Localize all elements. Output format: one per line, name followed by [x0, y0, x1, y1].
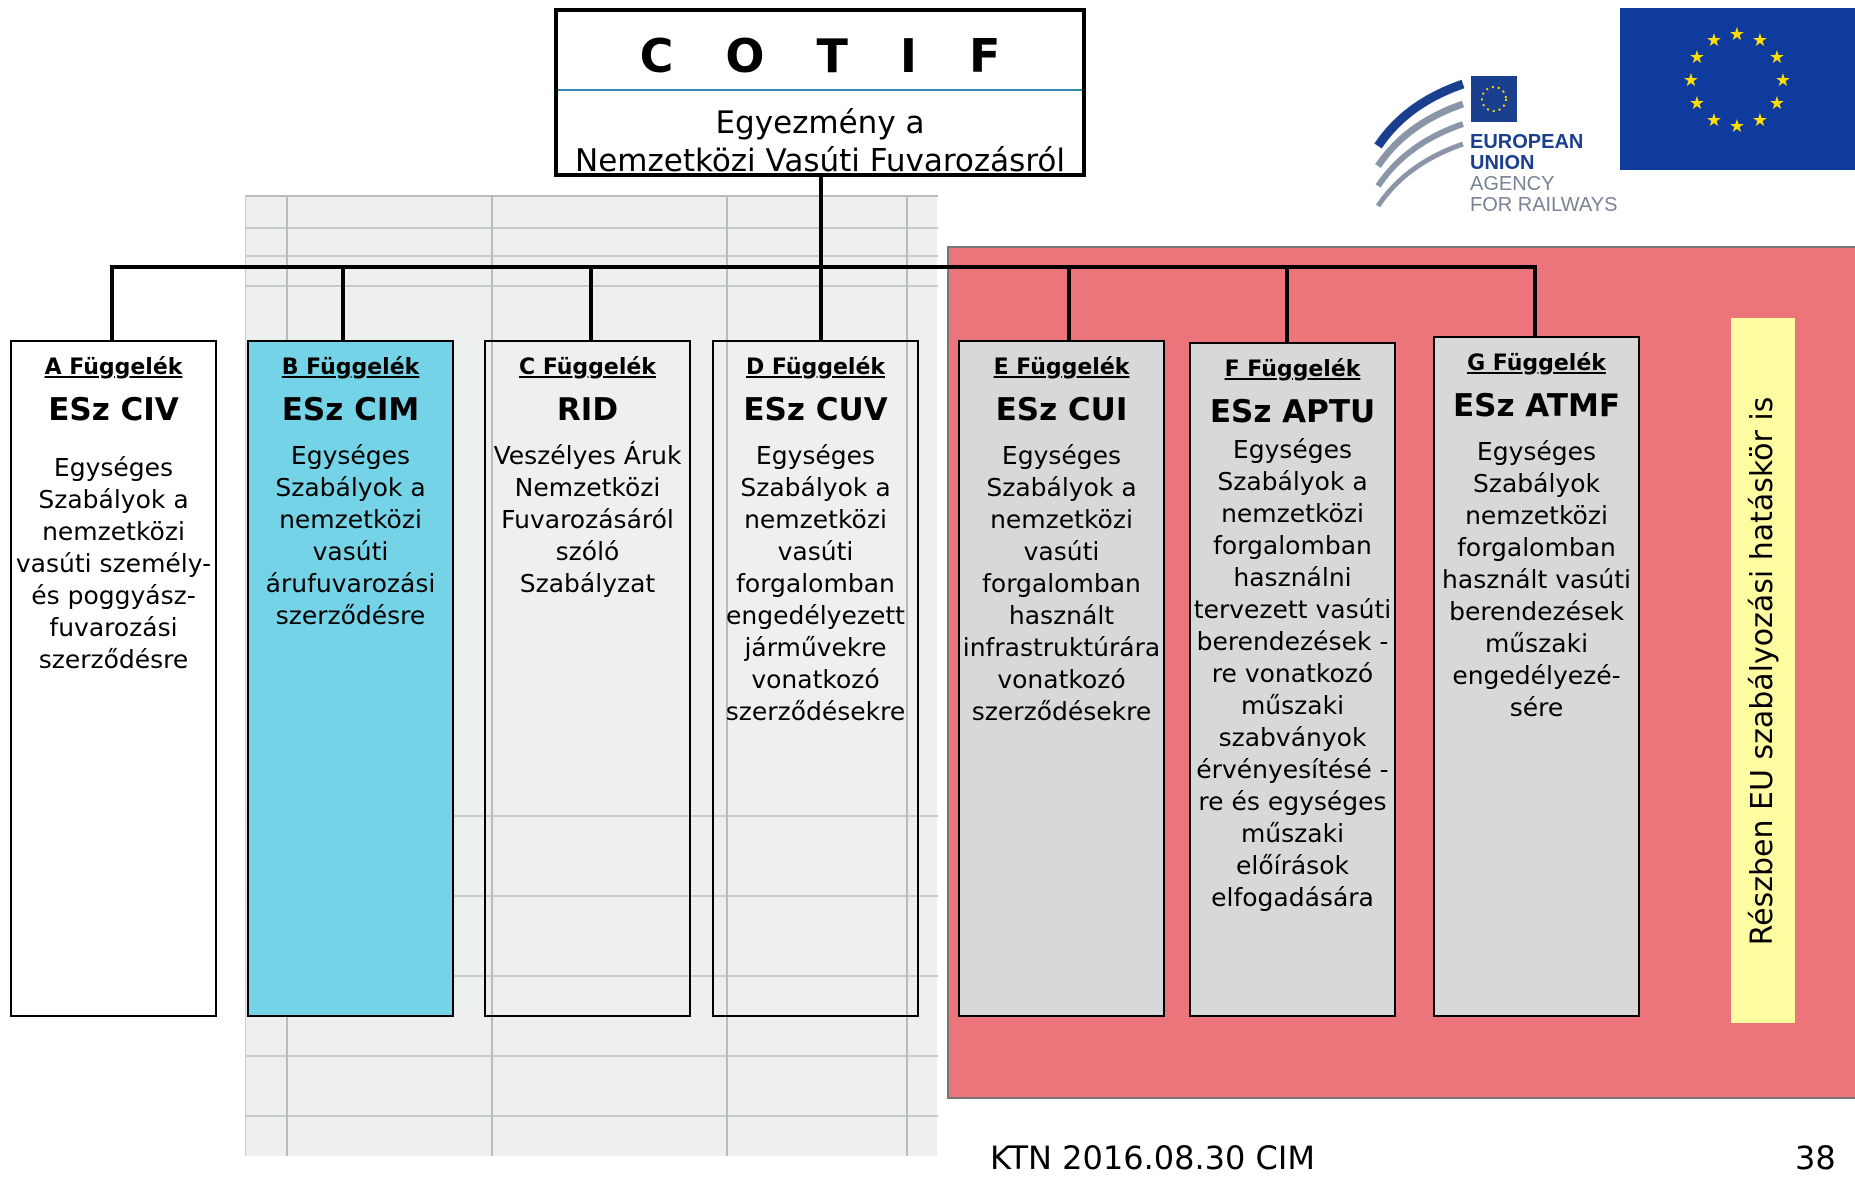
connector-annex-d — [819, 265, 823, 341]
cotif-subtitle-line2: Nemzetközi Vasúti Fuvarozásról — [575, 143, 1065, 179]
annex-box-d: D Függelék ESz CUV Egységes Szabályok a … — [712, 340, 919, 1017]
connector-annex-a — [110, 265, 114, 341]
annex-code: ESz CUI — [995, 392, 1128, 428]
annex-code: ESz CUV — [743, 392, 888, 428]
cotif-subtitle: Egyezmény a Nemzetközi Vasúti Fuvarozásr… — [558, 104, 1082, 180]
annex-description: Egységes Szabályok nemzetközi forgalomba… — [1442, 437, 1631, 722]
connector-annex-g — [1533, 265, 1537, 337]
svg-text:★: ★ — [1729, 116, 1745, 137]
eu-stars-icon: ★ ★ ★ ★ ★ ★ ★ ★ ★ ★ ★ ★ — [1683, 24, 1791, 137]
annex-label: D Függelék — [745, 355, 886, 380]
annex-box-c: C Függelék RID Veszélyes Áruk Nemzetközi… — [484, 340, 691, 1017]
era-line3: AGENCY — [1470, 173, 1555, 195]
svg-text:★: ★ — [1689, 93, 1705, 114]
svg-text:★: ★ — [1769, 47, 1785, 68]
svg-text:★: ★ — [1706, 30, 1722, 51]
annex-code: ESz APTU — [1209, 394, 1376, 430]
annex-box-g: G Függelék ESz ATMF Egységes Szabályok n… — [1433, 336, 1640, 1017]
annex-code: RID — [556, 392, 619, 428]
cotif-title: C O T I F — [639, 29, 1019, 83]
connector-trunk — [819, 177, 823, 268]
eu-mini-flag-icon — [1471, 76, 1517, 122]
annex-label: G Függelék — [1467, 351, 1606, 376]
connector-annex-f — [1285, 265, 1289, 343]
annex-description: Egységes Szabályok a nemzetközi vasúti s… — [15, 453, 212, 674]
svg-text:★: ★ — [1689, 47, 1705, 68]
annex-label: E Függelék — [993, 355, 1130, 380]
svg-text:★: ★ — [1683, 70, 1699, 91]
svg-text:★: ★ — [1752, 30, 1768, 51]
eu-competence-note: Részben EU szabályozási hatáskör is — [1731, 318, 1795, 1023]
era-agency-text: EUROPEAN UNION AGENCY FOR RAILWAYS — [1470, 132, 1617, 216]
annex-description: Egységes Szabályok a nemzetközi forgalom… — [1193, 435, 1392, 912]
annex-label: A Függelék — [44, 355, 183, 380]
annex-box-b: B Függelék ESz CIM Egységes Szabályok a … — [247, 340, 454, 1017]
annex-box-f: F Függelék ESz APTU Egységes Szabályok a… — [1189, 342, 1396, 1017]
svg-text:★: ★ — [1775, 70, 1791, 91]
annex-description: Egységes Szabályok a nemzetközi vasúti f… — [725, 441, 906, 726]
annex-box-e: E Függelék ESz CUI Egységes Szabályok a … — [958, 340, 1165, 1017]
svg-text:★: ★ — [1769, 93, 1785, 114]
svg-text:★: ★ — [1729, 24, 1745, 45]
annex-description: Egységes Szabályok a nemzetközi vasúti á… — [265, 441, 436, 630]
annex-code: ESz CIM — [281, 392, 420, 428]
annex-description: Veszélyes Áruk Nemzetközi Fuvarozásáról … — [493, 441, 682, 598]
annex-description: Egységes Szabályok a nemzetközi vasúti f… — [962, 441, 1161, 726]
eu-flag-logo: ★ ★ ★ ★ ★ ★ ★ ★ ★ ★ ★ ★ — [1620, 8, 1855, 170]
cotif-divider — [558, 89, 1082, 91]
era-line2: UNION — [1470, 152, 1535, 174]
annex-label: F Függelék — [1224, 357, 1361, 382]
annex-label: B Függelék — [281, 355, 420, 380]
page-number: 38 — [1795, 1139, 1836, 1177]
connector-annex-c — [589, 265, 593, 341]
annex-code: ESz ATMF — [1452, 388, 1621, 424]
footer-text: KTN 2016.08.30 CIM — [990, 1139, 1315, 1177]
annex-box-a: A Függelék ESz CIV Egységes Szabályok a … — [10, 340, 217, 1017]
svg-text:★: ★ — [1706, 110, 1722, 131]
era-line1: EUROPEAN — [1470, 131, 1584, 153]
era-swoosh-icon — [1374, 79, 1465, 208]
eu-competence-note-text: Részben EU szabályozási hatáskör is — [1745, 396, 1780, 945]
era-line4: FOR RAILWAYS — [1470, 194, 1618, 216]
annex-code: ESz CIV — [48, 392, 179, 428]
connector-annex-b — [341, 265, 345, 341]
annex-label: C Függelék — [519, 355, 656, 380]
connector-horizontal — [110, 265, 1537, 269]
cotif-box: C O T I F Egyezmény a Nemzetközi Vasúti … — [554, 8, 1086, 180]
cotif-subtitle-line1: Egyezmény a — [715, 105, 925, 141]
connector-annex-e — [1067, 265, 1071, 341]
era-agency-logo: EUROPEAN UNION AGENCY FOR RAILWAYS — [1368, 76, 1638, 226]
svg-text:★: ★ — [1752, 110, 1768, 131]
